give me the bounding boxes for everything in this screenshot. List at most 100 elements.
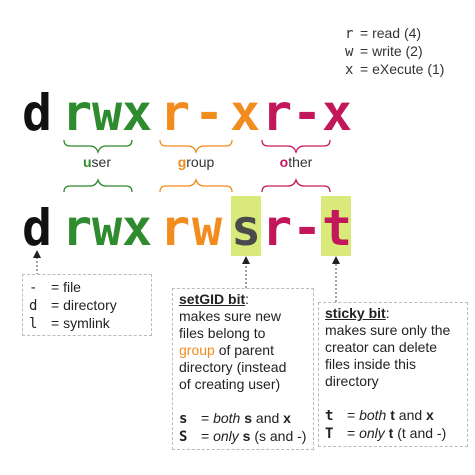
top-other-dash: -	[292, 84, 322, 142]
legend-text-r: = read (4)	[360, 25, 421, 41]
setgid-desc-line: files belong to	[179, 325, 266, 341]
setgid-title-suffix: :	[245, 291, 250, 307]
setgid-desc-line: makes sure new	[179, 308, 281, 324]
filetype-code: d	[29, 298, 38, 314]
setgid-desc-rest: of parent	[214, 342, 274, 358]
legend-code-r: r	[345, 26, 353, 42]
other-label: other	[280, 154, 313, 170]
user-label: user	[83, 154, 111, 170]
rule-tail: (t and -)	[393, 425, 447, 441]
arrowhead-type	[33, 250, 41, 258]
legend-code-x: x	[345, 62, 353, 78]
top-group-r: r	[160, 84, 190, 142]
rule-bold: x	[426, 407, 434, 423]
bottom-other-t: t	[322, 199, 352, 257]
rule-code: t	[325, 408, 334, 424]
rule-eq: =	[347, 407, 360, 423]
rule-bold: x	[283, 410, 291, 426]
sticky-desc-line: directory	[325, 373, 379, 389]
rule-em: only	[359, 425, 385, 441]
bottom-group-s: s	[231, 199, 261, 257]
arrowheads	[33, 250, 340, 264]
spacer	[179, 393, 307, 410]
top-group-dash: -	[194, 84, 224, 142]
setgid-rule-s: s = both s and x	[179, 410, 307, 428]
filetype-text: = file	[51, 279, 81, 295]
legend-code-w: w	[345, 44, 354, 60]
top-permission-row: d r w x r - x r - x	[22, 84, 352, 142]
bottom-braces	[63, 177, 331, 193]
top-user-r: r	[62, 84, 92, 142]
setgid-title-text: setGID bit	[179, 291, 246, 307]
sticky-title-text: sticky bit	[325, 305, 386, 321]
rule-em: only	[213, 428, 239, 444]
sticky-box: sticky bit: makes sure only the creator …	[318, 302, 468, 447]
bottom-other-r: r	[262, 199, 292, 257]
rule-bold: t	[388, 425, 394, 441]
sticky-desc-line: makes sure only the	[325, 322, 451, 338]
user-brace-top	[63, 139, 133, 155]
rule-and: and	[252, 410, 284, 426]
spacer	[325, 390, 461, 407]
top-type-char: d	[22, 84, 52, 142]
setgid-highlight	[231, 196, 261, 256]
rule-em: both	[359, 407, 387, 423]
sticky-desc-line: creator can delete	[325, 339, 438, 355]
sticky-desc-line: files inside this	[325, 356, 417, 372]
sticky-highlight	[321, 196, 351, 256]
rule-and: and	[394, 407, 427, 423]
bottom-group-w: w	[192, 199, 223, 257]
rule-code: s	[179, 411, 188, 427]
rule-em: both	[213, 410, 241, 426]
top-other-x: x	[322, 84, 352, 142]
rule-bold: s	[244, 410, 253, 426]
other-brace-bottom	[261, 177, 331, 193]
filetype-symlink: l= symlink	[29, 315, 145, 333]
rule-bold: t	[390, 407, 395, 423]
group-label: group	[178, 154, 215, 170]
setgid-desc-line: group of parent	[179, 342, 307, 359]
bottom-group-r: r	[160, 199, 190, 257]
rule-tail: (s and -)	[250, 428, 307, 444]
rule-eq: =	[347, 425, 360, 441]
bottom-type-char: d	[22, 199, 52, 257]
rule-bold: s	[242, 428, 251, 444]
bottom-user-x: x	[122, 199, 152, 257]
user-brace-bottom	[63, 177, 133, 193]
bottom-user-r: r	[62, 199, 92, 257]
top-braces	[63, 139, 331, 155]
top-user-w: w	[92, 84, 123, 142]
sticky-title-suffix: :	[385, 305, 390, 321]
setgid-desc-line: of creating user)	[179, 376, 281, 392]
setgid-rule-S: S= only s (s and -)	[179, 428, 307, 446]
group-word: group	[179, 342, 215, 358]
rule-code: S	[179, 429, 188, 445]
setgid-title: setGID bit:	[179, 291, 307, 308]
legend-text-x: = eXecute (1)	[360, 61, 444, 77]
filetype-directory: d= directory	[29, 297, 145, 315]
setgid-box: setGID bit: makes sure new files belong …	[172, 288, 314, 450]
other-brace-top	[261, 139, 331, 155]
setgid-desc-line: directory (instead	[179, 359, 287, 375]
top-user-x: x	[122, 84, 152, 142]
top-group-x: x	[230, 84, 260, 142]
filetype-box: -= file d= directory l= symlink	[22, 274, 152, 336]
sticky-title: sticky bit:	[325, 305, 461, 322]
section-labels: user group other	[83, 154, 313, 170]
filetype-code: l	[29, 316, 38, 332]
filetype-file: -= file	[29, 279, 145, 297]
arrows	[36, 256, 337, 302]
arrowhead-sticky	[332, 256, 340, 264]
group-brace-bottom	[159, 177, 233, 193]
bottom-permission-row: d r w x r w s r - t	[22, 199, 352, 257]
arrowhead-setgid	[242, 256, 250, 264]
legend: r = read (4) w = write (2) x = eXecute (…	[345, 25, 444, 78]
sticky-rule-T: T = only t (t and -)	[325, 425, 461, 443]
rule-eq: =	[201, 410, 214, 426]
top-other-r: r	[262, 84, 292, 142]
filetype-code: -	[29, 280, 38, 296]
rule-code: T	[325, 426, 334, 442]
sticky-rule-t: t = both t and x	[325, 407, 461, 425]
legend-text-w: = write (2)	[360, 43, 423, 59]
